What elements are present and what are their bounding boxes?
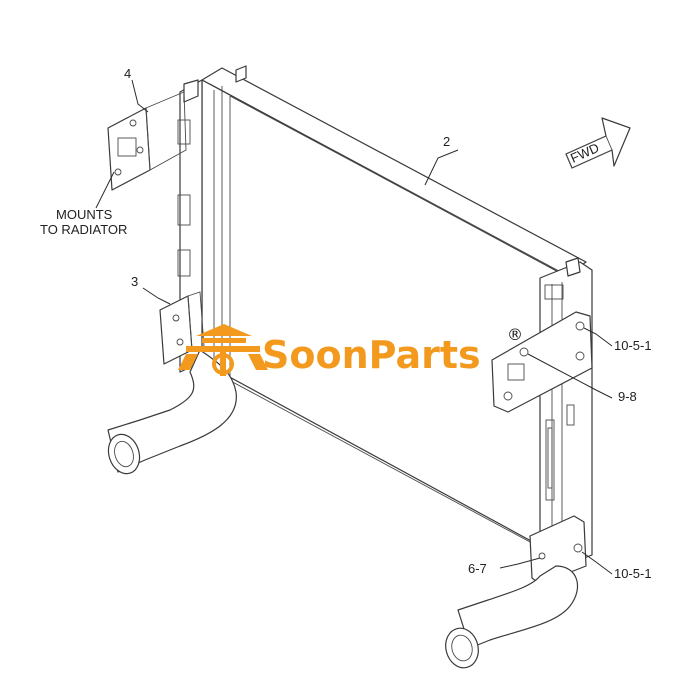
soonparts-logo-icon	[178, 324, 268, 376]
right-outlet-hose	[445, 565, 579, 669]
radiator-core	[177, 65, 593, 571]
callout-10-5-1-bottom: 10-5-1	[614, 566, 652, 581]
callout-part-4: 4	[124, 66, 131, 81]
callout-mounts-line2: TO RADIATOR	[40, 222, 127, 237]
soonparts-watermark: SoonParts ®	[178, 324, 523, 377]
left-inlet-hose	[107, 349, 237, 475]
forward-direction-arrow: FWD	[565, 117, 631, 169]
right-lower-bracket	[529, 515, 587, 585]
callout-10-5-1-top: 10-5-1	[614, 338, 652, 353]
callout-mounts-line1: MOUNTS	[56, 207, 113, 222]
callout-6-7: 6-7	[468, 561, 487, 576]
watermark-brand: SoonParts	[262, 333, 481, 377]
callout-9-8: 9-8	[618, 389, 637, 404]
watermark-registered: ®	[507, 325, 523, 344]
leader-lines	[95, 79, 613, 575]
bracket-4	[107, 91, 187, 191]
callout-part-2: 2	[443, 134, 450, 149]
callout-part-3: 3	[131, 274, 138, 289]
right-mount-bracket	[491, 311, 593, 413]
